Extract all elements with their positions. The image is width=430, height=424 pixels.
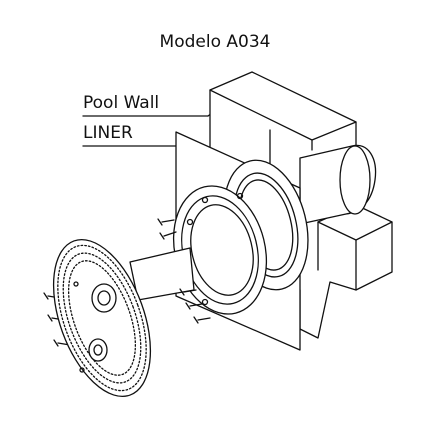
liner-label: LINER (83, 123, 133, 143)
diagram-title: Modelo A034 (159, 32, 271, 52)
pipe-through-wall (299, 144, 377, 225)
face-plate (52, 238, 152, 398)
pool-wall-label: Pool Wall (83, 93, 160, 113)
gasket-ring (172, 185, 268, 315)
